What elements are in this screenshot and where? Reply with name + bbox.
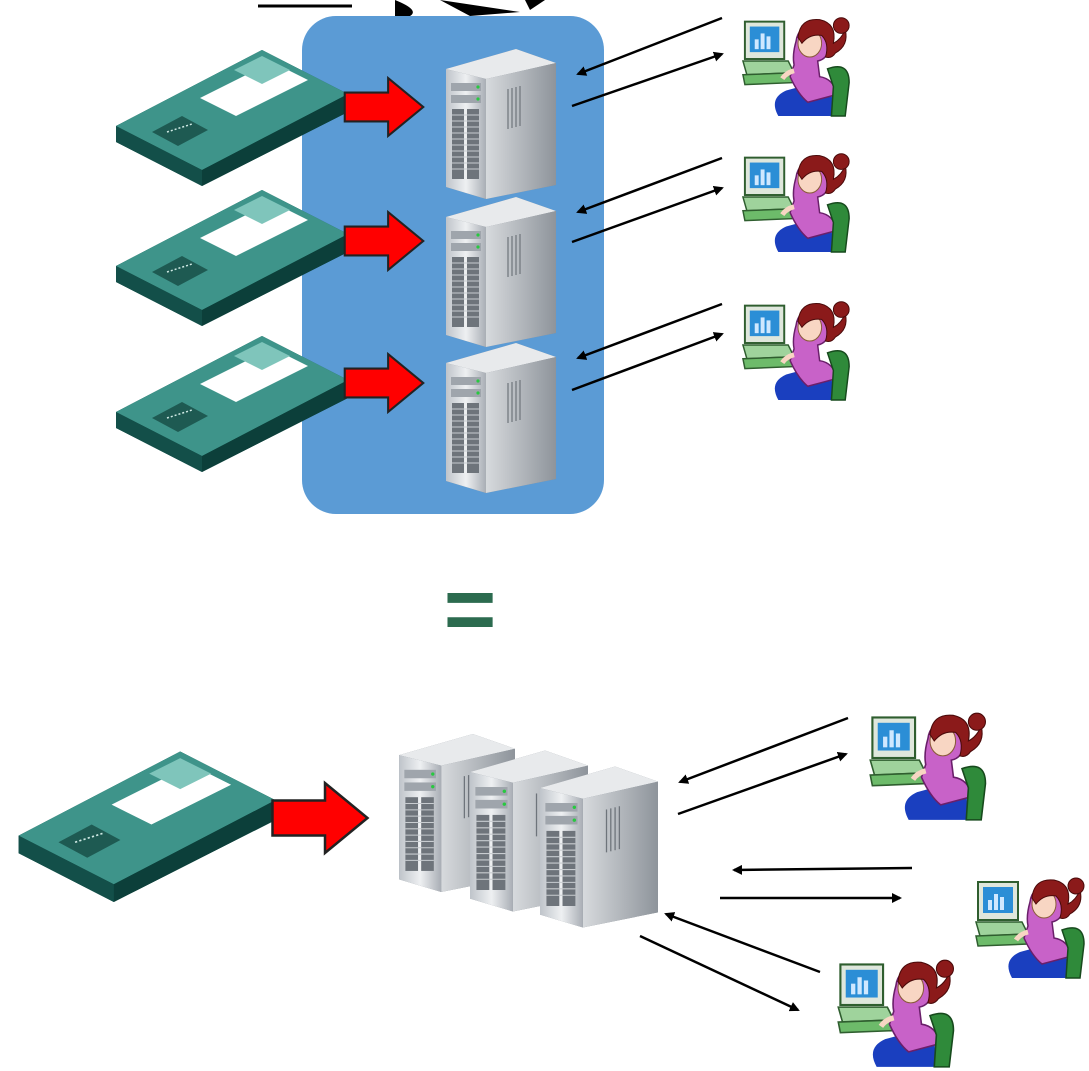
server-tower-icon bbox=[446, 48, 556, 200]
server-tower-icon bbox=[446, 342, 556, 494]
server-tower-icon bbox=[446, 196, 556, 348]
cropped-header-shapes bbox=[258, 0, 545, 16]
red-arrow-icon bbox=[271, 781, 369, 855]
user-at-computer-icon bbox=[976, 878, 1084, 978]
request-arrows-bottom bbox=[639, 716, 913, 1012]
user-at-computer-icon bbox=[838, 960, 953, 1067]
equivalence-symbol: = bbox=[443, 560, 497, 660]
user-at-computer-icon bbox=[743, 18, 849, 116]
user-at-computer-icon bbox=[743, 302, 849, 400]
user-at-computer-icon bbox=[870, 713, 985, 820]
request-arrows-top bbox=[571, 16, 724, 392]
video-tape-icon bbox=[17, 750, 277, 902]
server-cluster-icon bbox=[398, 734, 658, 929]
user-at-computer-icon bbox=[743, 154, 849, 252]
